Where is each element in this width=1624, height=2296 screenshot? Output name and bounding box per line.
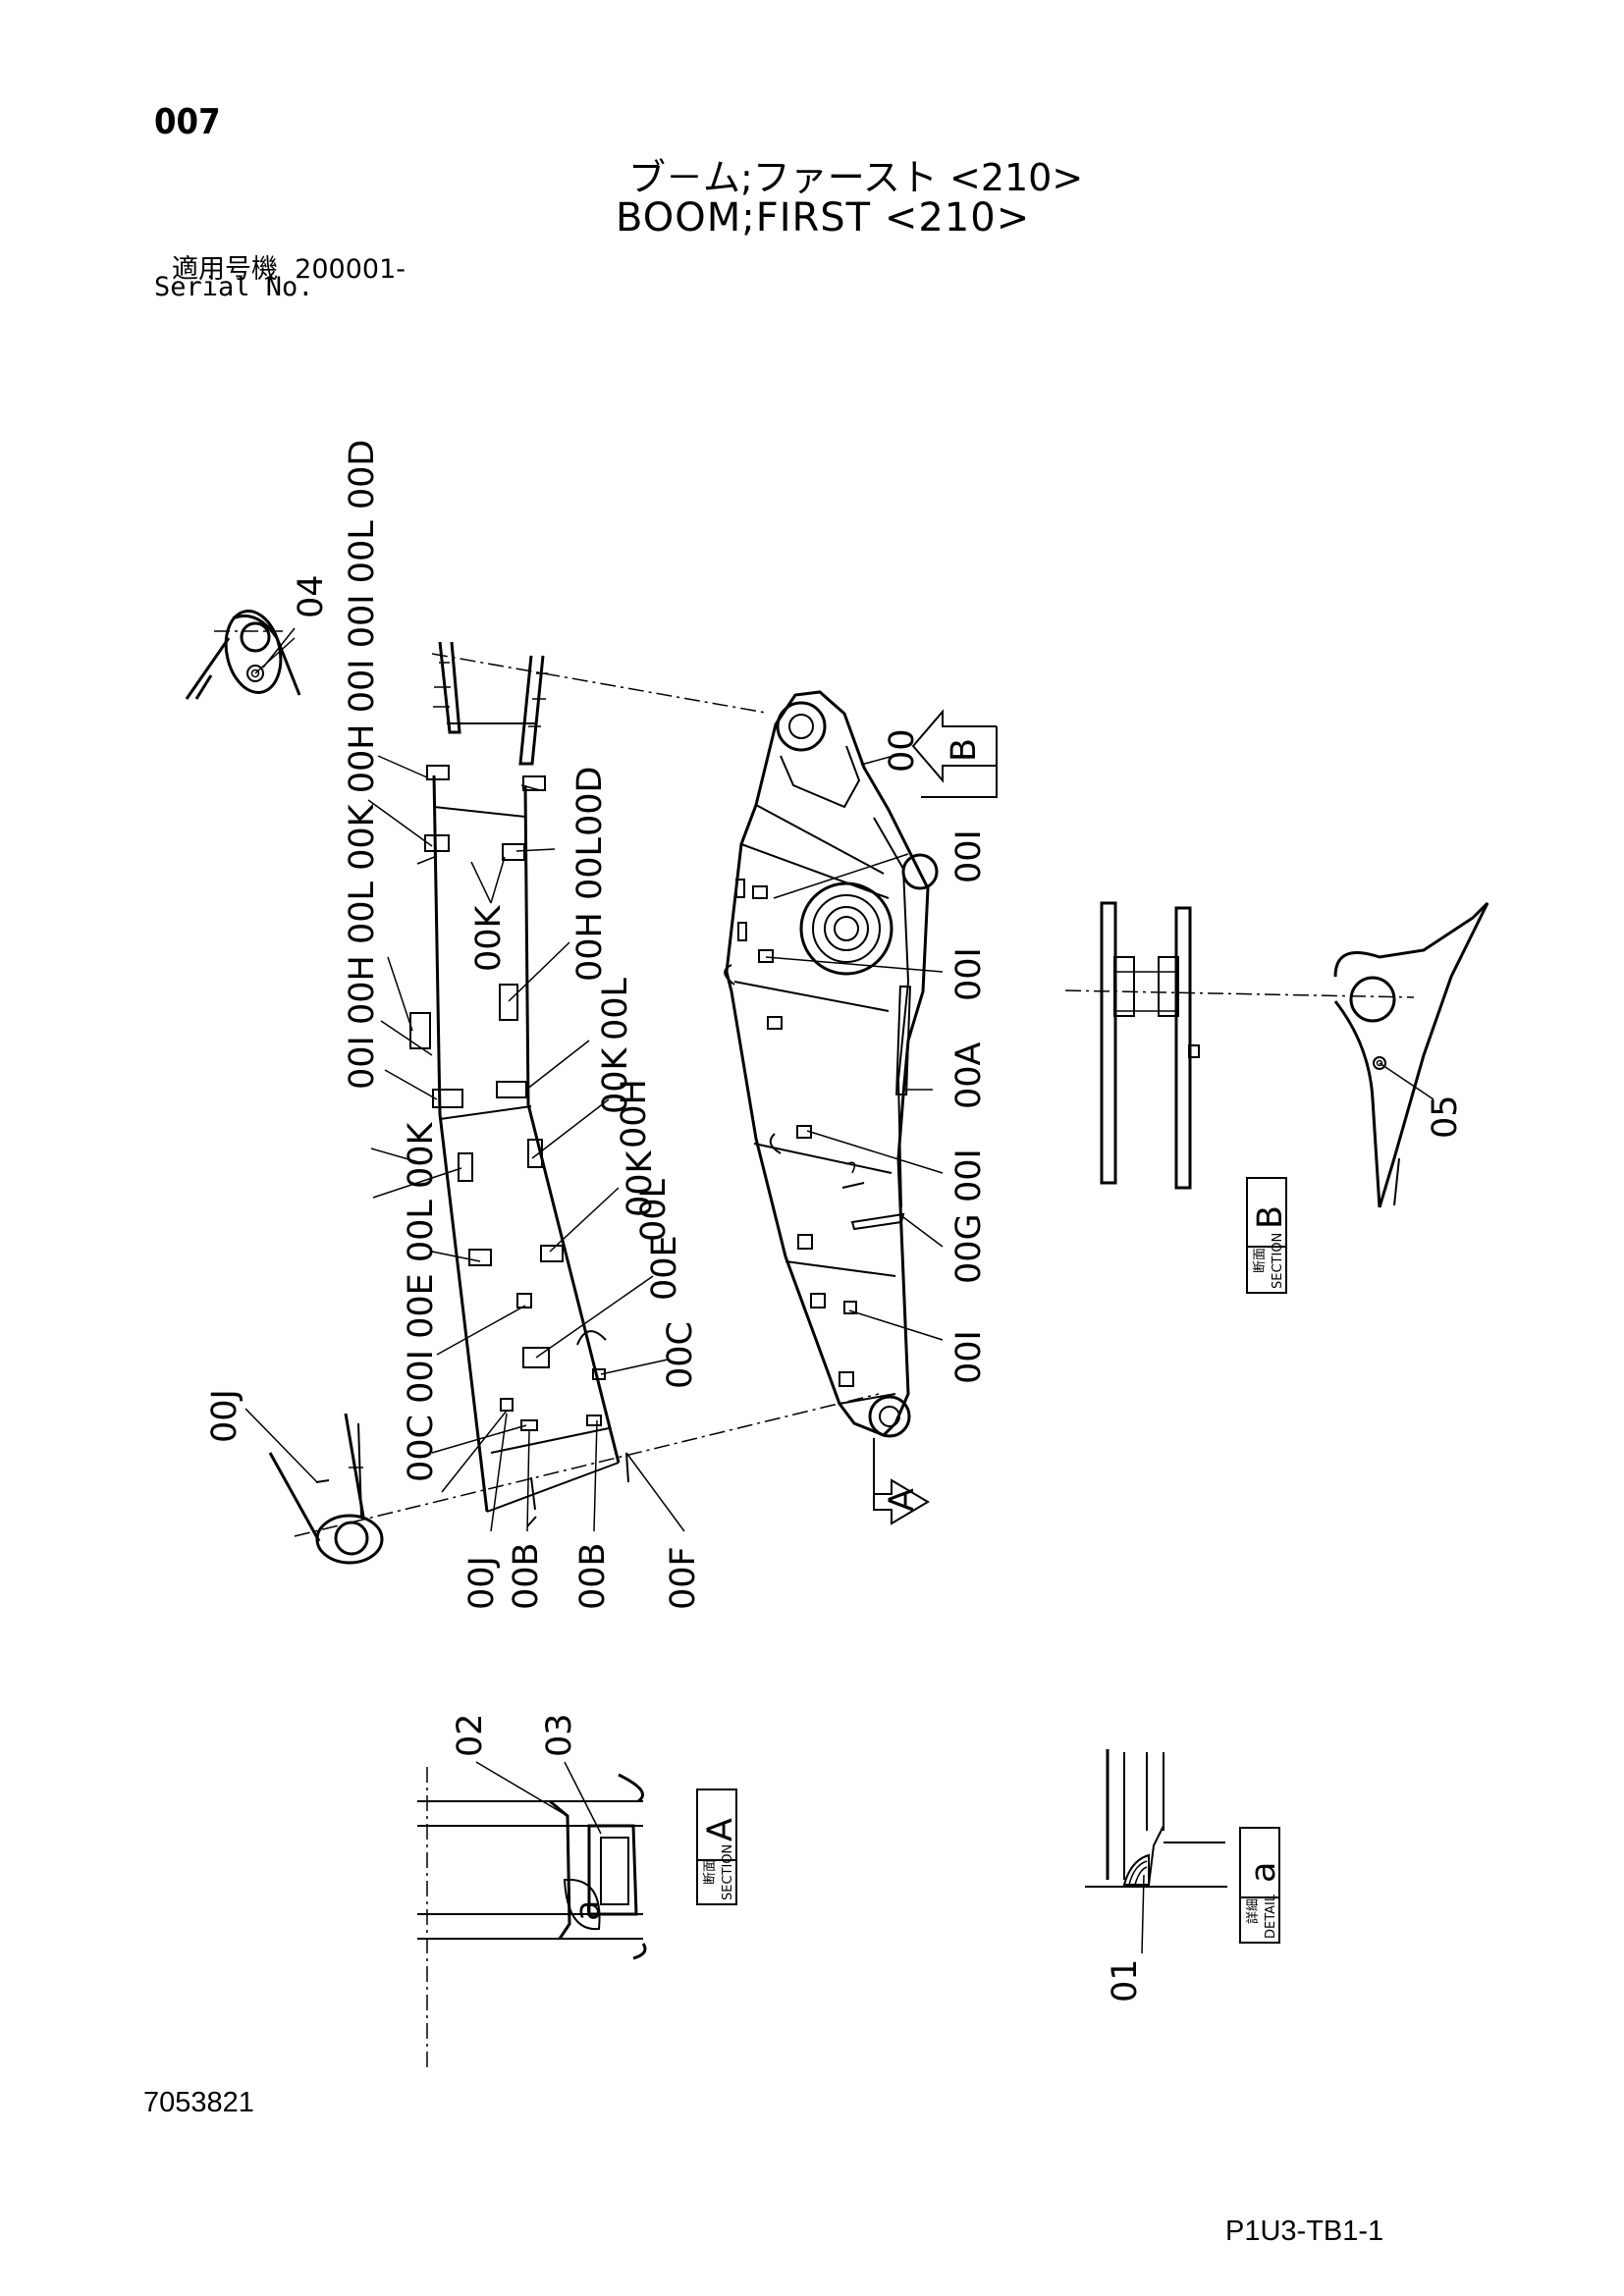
- callout-01: 01: [1106, 1958, 1145, 2002]
- weld-bead-01: [1122, 1853, 1150, 1886]
- callout-00K-center: 00K: [469, 904, 509, 972]
- callout-00H-right-a: 00H: [570, 912, 610, 982]
- section-a-kanji-1: 断: [703, 1872, 718, 1885]
- center-lines: [214, 630, 1415, 2071]
- detail-a-view: [1085, 1749, 1227, 1888]
- detail-04-view: [185, 610, 301, 700]
- section-b-caption: SECTION: [1271, 1233, 1285, 1289]
- section-a-view: [417, 1773, 647, 1960]
- serial-range: 200001-: [295, 254, 406, 285]
- callout-00J-left: 00J: [205, 1389, 244, 1443]
- leader-lines: [244, 637, 1435, 1954]
- callout-left-column-2: 00C 00I 00E 00L 00K: [402, 1121, 441, 1482]
- exploded-plate-view: [409, 641, 629, 1527]
- section-b-view: [1100, 901, 1489, 1208]
- title-japanese: ブ－ム;ファースト <210>: [628, 156, 1084, 199]
- detail-a-box: a 詳 細 DETAIL: [1239, 1827, 1283, 1944]
- pin-circle: [240, 621, 271, 653]
- serial-label: 適用号機: [172, 254, 278, 285]
- sectionB-centerline: [1064, 989, 1415, 998]
- callout-00K-right-b: 00K: [621, 1149, 660, 1217]
- detail-a-mark: a: [1244, 1862, 1283, 1883]
- callout-02: 02: [451, 1713, 490, 1757]
- callout-00: 00: [883, 728, 922, 773]
- foot-pin: [334, 1521, 369, 1556]
- title-english: BOOM;FIRST <210>: [616, 195, 1031, 240]
- section-b-kanji-1: 断: [1253, 1260, 1268, 1273]
- boom-foot-boss: [868, 1395, 911, 1438]
- callout-05: 05: [1426, 1095, 1465, 1139]
- section-a-mark: A: [701, 1818, 740, 1842]
- detail-a-kanji-2: 細: [1246, 1898, 1261, 1911]
- callout-00C-right: 00C: [661, 1321, 700, 1389]
- callout-00A: 00A: [949, 1041, 989, 1109]
- foot-pin-view: [268, 1413, 384, 1565]
- section-a-box: A 断 面 SECTION: [696, 1789, 740, 1905]
- section-a-kanji-2: 面: [703, 1859, 718, 1872]
- boom-side-view: [724, 690, 939, 1438]
- callout-00D-right: 00D: [570, 767, 610, 837]
- document-id: 7053821: [143, 2087, 254, 2118]
- callout-00J-bottom: 00J: [462, 1556, 502, 1610]
- section-a-caption: SECTION: [721, 1844, 735, 1900]
- callout-00B-a: 00B: [507, 1542, 546, 1610]
- callout-00I-a: 00I: [949, 829, 989, 883]
- callout-00I-d: 00I: [949, 1330, 989, 1384]
- grease-nipple-05: [1373, 1056, 1386, 1070]
- detail-a-caption: DETAIL: [1264, 1894, 1278, 1939]
- section-b-plate-2: [1174, 906, 1192, 1190]
- section-b-plate-1: [1100, 901, 1117, 1185]
- callout-00K-right-a: 00K: [596, 1046, 635, 1114]
- grease-fitting: [246, 665, 264, 682]
- section-b-box: B 断 面 SECTION: [1246, 1177, 1290, 1294]
- section-b-mark: B: [1251, 1205, 1290, 1229]
- callout-00I-c: 00I: [949, 1148, 989, 1202]
- section-b-cut-arrow: B: [911, 709, 998, 798]
- callout-00F: 00F: [664, 1546, 703, 1610]
- serial-label-english: Serial No.: [154, 272, 314, 302]
- top-pin-centerline: [431, 653, 767, 714]
- callout-left-column-1: 00I 00H 00L 00K 00H 00I 00I 00L 00D: [343, 440, 382, 1090]
- callout-00B-b: 00B: [573, 1542, 613, 1610]
- serial-label-japanese: 適用号機 200001-: [172, 247, 406, 286]
- detail-a-reference: a: [568, 1900, 608, 1921]
- callout-00L-right-c: 00L: [634, 1178, 674, 1242]
- callout-00L-right-a: 00L: [570, 836, 610, 900]
- arm-pin-boss: [901, 853, 939, 890]
- section-a-arrow-letter: A: [883, 1488, 922, 1512]
- page-code: P1U3-TB1-1: [1225, 2216, 1384, 2247]
- section-a-cut-arrow: A: [873, 1438, 930, 1525]
- foot-pin-centerline: [294, 1393, 880, 1537]
- callout-00L-right-b: 00L: [596, 977, 635, 1041]
- callout-00G: 00G: [949, 1213, 989, 1284]
- callout-labels: 04 00 00I 00I 00A 00I 00G 00I 05 00I 00H…: [205, 440, 1465, 2002]
- callout-00I-b: 00I: [949, 947, 989, 1001]
- detail-a-kanji-1: 詳: [1245, 1911, 1261, 1924]
- boom-top-pin-boss: [776, 701, 827, 752]
- section-b-arrow-letter: B: [945, 738, 984, 762]
- callout-00E-right: 00E: [645, 1235, 684, 1301]
- callout-04: 04: [292, 574, 331, 618]
- cylinder-boss: [799, 881, 893, 976]
- callout-00H-right-b: 00H: [615, 1079, 654, 1148]
- section-b-kanji-2: 面: [1253, 1248, 1268, 1260]
- callout-03: 03: [540, 1713, 579, 1757]
- page-number: 007: [154, 102, 221, 142]
